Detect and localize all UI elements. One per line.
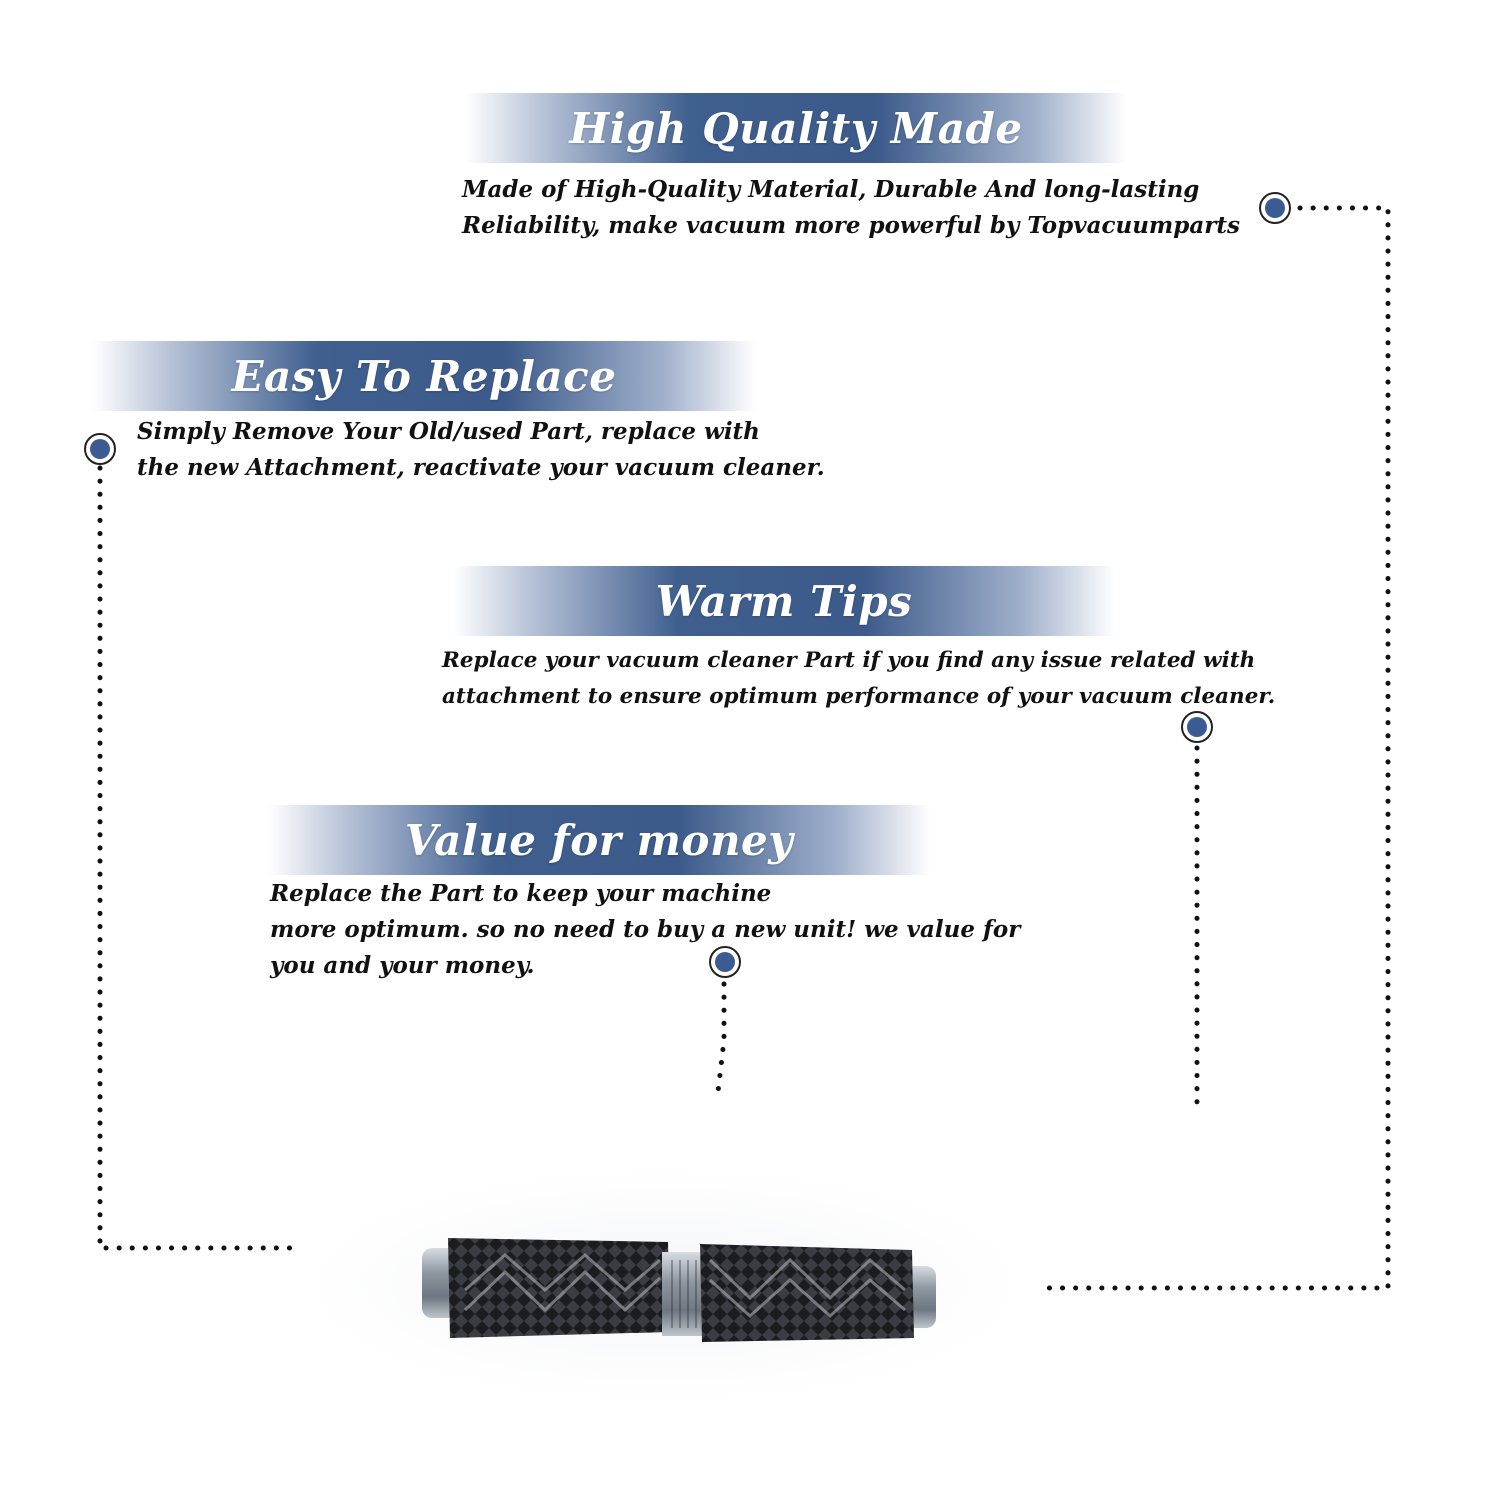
connector-line-easy-replace — [97, 465, 299, 1251]
section-title: Value for money — [404, 815, 794, 865]
description-line: Replace the Part to keep your machine — [270, 880, 772, 907]
description-line: Reliability, make vacuum more powerful b… — [462, 212, 1240, 239]
section-description-easy-replace: Simply Remove Your Old/used Part, replac… — [137, 414, 825, 486]
target-dot-icon — [84, 433, 116, 465]
section-description-warm-tips: Replace your vacuum cleaner Part if you … — [442, 643, 1275, 715]
banner-high-quality-made: High Quality Made — [465, 93, 1127, 163]
description-line: attachment to ensure optimum performance… — [442, 684, 1276, 709]
section-title: Warm Tips — [655, 576, 913, 626]
connector-line-value-money — [715, 981, 727, 1095]
description-line: the new Attachment, reactivate your vacu… — [137, 454, 825, 481]
banner-easy-to-replace: Easy To Replace — [92, 341, 756, 411]
section-description-value-money: Replace the Part to keep your machine mo… — [270, 876, 1020, 984]
description-line: you and your money. — [270, 952, 535, 979]
section-title: High Quality Made — [569, 103, 1023, 153]
description-line: Made of High-Quality Material, Durable A… — [462, 176, 1200, 203]
vacuum-brush-roll-image — [305, 1170, 1025, 1400]
target-dot-icon — [1181, 711, 1213, 743]
description-line: more optimum. so no need to buy a new un… — [270, 916, 1021, 943]
description-line: Simply Remove Your Old/used Part, replac… — [137, 418, 760, 445]
target-dot-icon — [1259, 192, 1291, 224]
description-line: Replace your vacuum cleaner Part if you … — [442, 648, 1256, 673]
banner-value-for-money: Value for money — [268, 805, 930, 875]
section-description-high-quality: Made of High-Quality Material, Durable A… — [462, 172, 1240, 244]
section-title: Easy To Replace — [231, 351, 617, 401]
connector-line-high-quality — [1035, 205, 1391, 1291]
banner-warm-tips: Warm Tips — [453, 566, 1115, 636]
